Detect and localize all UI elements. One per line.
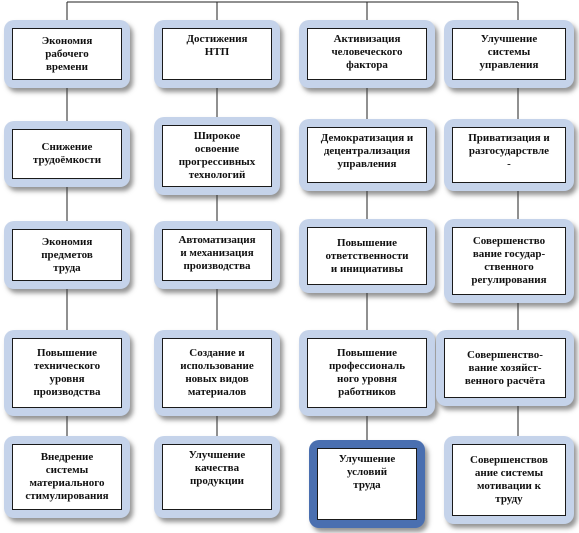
node-col3-row1: Активизация человеческого фактора xyxy=(299,20,435,88)
node-col4-row1: Улучшение системы управления xyxy=(444,20,574,88)
node-col1-row4: Повышение технического уровня производст… xyxy=(4,330,130,416)
node-label: Повышение ответственности и инициативы xyxy=(325,236,409,275)
node-label: Совершенствов ание системы мотивации к т… xyxy=(470,454,548,505)
node-col3-row2: Демократизация и децентрализация управле… xyxy=(299,119,435,191)
node-col4-row5: Совершенствов ание системы мотивации к т… xyxy=(444,436,574,524)
node-col2-row1: Достижения НТП xyxy=(154,20,280,88)
node-col2-row3: Автоматизация и механизация производства xyxy=(154,221,280,289)
node-col1-row2: Снижение трудоёмкости xyxy=(4,121,130,187)
node-label: Широкое освоение прогрессивных технологи… xyxy=(178,130,256,181)
node-col3-row3: Повышение ответственности и инициативы xyxy=(299,219,435,293)
node-label: Активизация человеческого фактора xyxy=(331,33,403,71)
node-label: Экономия рабочего времени xyxy=(41,34,93,73)
node-col4-row3: Совершенство вание государ- ственного ре… xyxy=(444,219,574,303)
node-col3-row5: Улучшение условий труда xyxy=(309,440,425,528)
node-label: Повышение профессиональ ного уровня рабо… xyxy=(328,347,406,398)
node-col2-row2: Широкое освоение прогрессивных технологи… xyxy=(154,117,280,195)
node-label: Совершенство вание государ- ственного ре… xyxy=(471,235,547,286)
node-col3-row4: Повышение профессиональ ного уровня рабо… xyxy=(299,330,435,416)
node-label: Экономия предметов труда xyxy=(41,235,93,274)
node-label: Снижение трудоёмкости xyxy=(32,141,102,166)
node-col1-row3: Экономия предметов труда xyxy=(4,221,130,289)
node-label: Улучшение условий труда xyxy=(338,453,396,491)
node-label: Совершенство- вание хозяйст- венного рас… xyxy=(464,348,546,387)
node-label: Повышение технического уровня производст… xyxy=(33,347,101,398)
node-label: Улучшение качества продукции xyxy=(188,449,246,487)
node-col2-row5: Улучшение качества продукции xyxy=(154,436,280,518)
node-label: Создание и использование новых видов мат… xyxy=(180,347,254,398)
node-label: Достижения НТП xyxy=(186,33,248,58)
node-col1-row5: Внедрение системы материального стимулир… xyxy=(4,436,130,518)
node-col2-row4: Создание и использование новых видов мат… xyxy=(154,330,280,416)
node-label: Внедрение системы материального стимулир… xyxy=(25,451,109,502)
node-label: Приватизация и разгосударствле - xyxy=(468,132,550,170)
node-label: Демократизация и децентрализация управле… xyxy=(320,132,414,170)
node-col1-row1: Экономия рабочего времени xyxy=(4,20,130,88)
node-label: Автоматизация и механизация производства xyxy=(178,234,256,272)
node-col4-row2: Приватизация и разгосударствле - xyxy=(444,119,574,191)
node-label: Улучшение системы управления xyxy=(479,33,539,71)
node-col4-row4: Совершенство- вание хозяйст- венного рас… xyxy=(436,330,574,406)
